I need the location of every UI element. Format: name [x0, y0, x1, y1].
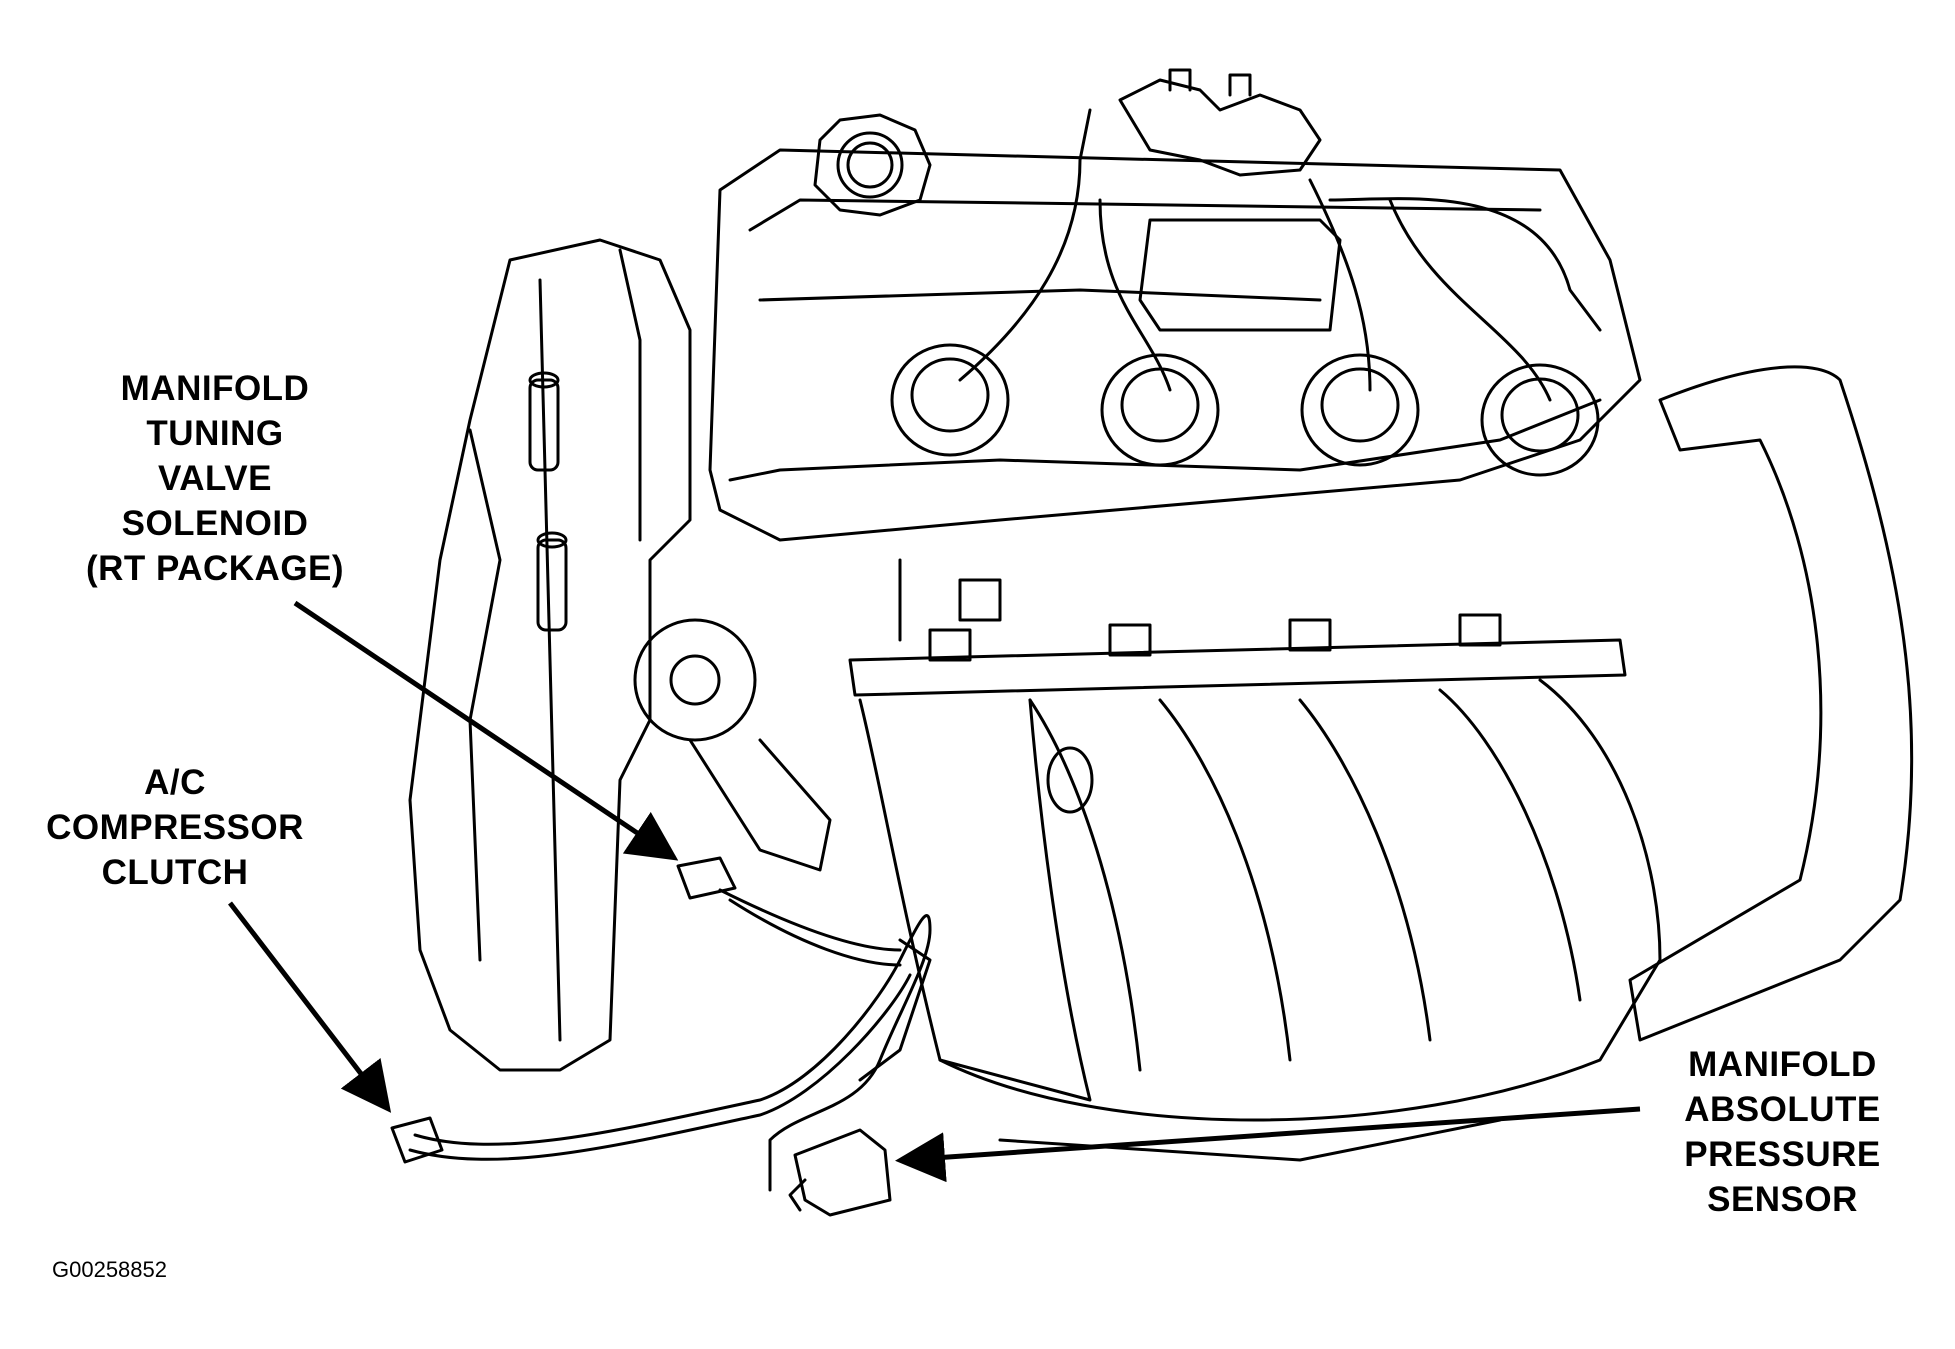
map-line-2: ABSOLUTE — [1684, 1090, 1881, 1129]
coil-pack — [1138, 218, 1342, 332]
intake-hose — [1628, 365, 1914, 1042]
spark-plug-boots — [890, 343, 1600, 477]
mtv-line-5: (RT PACKAGE) — [85, 549, 345, 588]
map-sensor — [793, 1128, 892, 1217]
mtv-solenoid-label: MANIFOLD TUNING VALVE SOLENOID (RT PACKA… — [55, 366, 375, 591]
intake-manifold — [858, 678, 1662, 1162]
ac-line-2: COMPRESSOR — [46, 808, 304, 847]
ac-line-1: A/C — [144, 763, 206, 802]
map-line-3: PRESSURE — [1684, 1135, 1881, 1174]
map-arrow — [895, 1106, 1641, 1183]
figure-id: G00258852 — [52, 1257, 167, 1282]
timing-cover — [408, 238, 692, 1072]
ac-clutch-label: A/C COMPRESSOR CLUTCH — [20, 760, 330, 895]
ac-line-3: CLUTCH — [101, 853, 249, 892]
mtv-solenoid-connector — [676, 856, 737, 900]
oil-filler-cap — [813, 113, 932, 217]
map-line-1: MANIFOLD — [1688, 1045, 1877, 1084]
mtv-arrow — [293, 600, 679, 861]
mtv-line-3: VALVE — [158, 459, 272, 498]
fuel-rail — [848, 638, 1627, 697]
ac-clutch-connector — [390, 1116, 444, 1164]
ac-arrow — [228, 901, 392, 1113]
map-line-4: SENSOR — [1707, 1180, 1858, 1219]
map-sensor-label: MANIFOLD ABSOLUTE PRESSURE SENSOR — [1650, 1042, 1915, 1222]
valve-cover — [708, 148, 1642, 542]
mtv-line-4: SOLENOID — [121, 504, 309, 543]
mtv-line-1: MANIFOLD — [120, 369, 310, 408]
wiring-harness — [413, 914, 932, 1192]
mtv-line-2: TUNING — [146, 414, 284, 453]
